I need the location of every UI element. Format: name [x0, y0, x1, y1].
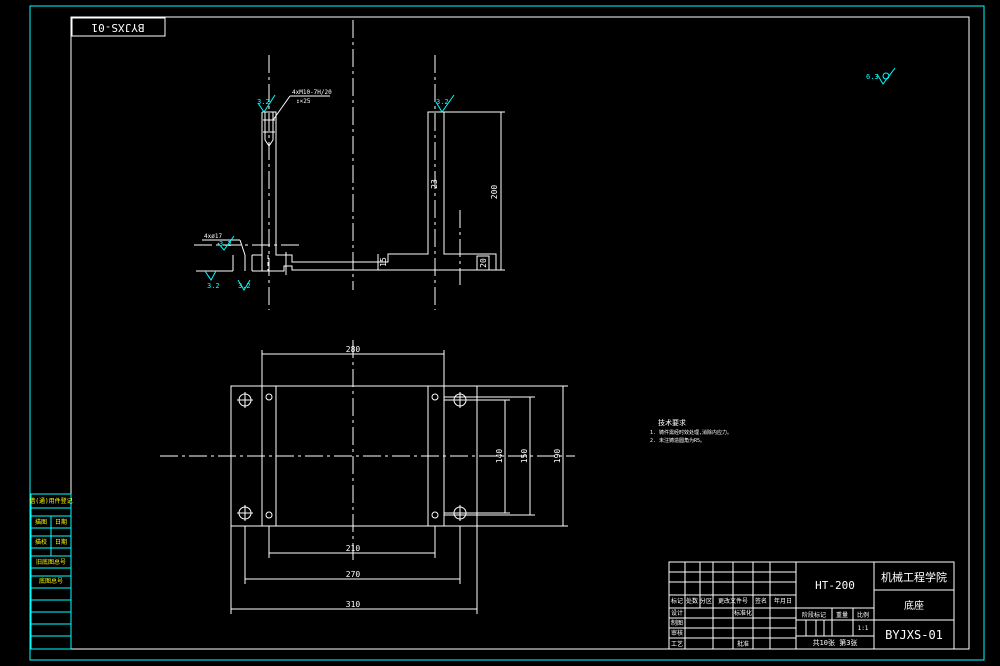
- tech-req-item-1: 1. 铸件需经时效处理,消除内应力。: [650, 429, 732, 436]
- dim-140: 140: [495, 449, 504, 464]
- roughness-symbol-5: 3.2: [237, 279, 251, 291]
- roughness-symbol-4: 3.2: [204, 270, 220, 290]
- side-row-3: 日期: [55, 518, 67, 526]
- tech-req-item-2: 2. 未注铸造圆角为R5。: [650, 437, 705, 444]
- inner-frame: [70, 16, 970, 650]
- dim-15: 15: [379, 257, 388, 267]
- dim-20: 20: [479, 258, 488, 268]
- roughness-value: 3.2: [238, 282, 251, 290]
- tb-standardize: 标准化: [734, 609, 752, 617]
- plan-view: 280 210 270 310 140 150 190: [160, 340, 575, 614]
- tb-scale-label: 比例: [857, 611, 869, 619]
- tb-header-5: 签名: [755, 597, 767, 605]
- school-name: 机械工程学院: [881, 570, 947, 584]
- tb-stage-mark: 阶段标记: [802, 611, 826, 619]
- roughness-value: 3.2: [436, 98, 449, 106]
- outer-frame: [29, 5, 985, 661]
- side-table: 借(通)用件登记 描图 日期 描校 日期 旧底图总号 底图总号: [29, 493, 73, 650]
- tb-row-design: 设计: [671, 609, 683, 617]
- roughness-symbol-3: 3.2: [217, 235, 235, 251]
- roughness-symbol-2: 3.2: [435, 94, 455, 113]
- drawing-number: BYJXS-01: [885, 628, 943, 642]
- tb-row-review: 审核: [671, 629, 683, 637]
- tb-row-draft: 制图: [671, 619, 683, 627]
- rotated-drawing-number: BYJXS-01: [92, 21, 145, 34]
- dim-310: 310: [346, 600, 361, 609]
- tb-header-4: 更改文件号: [718, 597, 748, 605]
- hole-callout-bore: 4xø17: [204, 233, 222, 240]
- tb-scale-value: 1:1: [858, 625, 869, 632]
- roughness-value: 3.2: [207, 282, 220, 290]
- part-name: 底座: [904, 599, 924, 612]
- tb-weight: 重量: [836, 611, 848, 619]
- top-view: 200 20 15 23 4xM10-7H/20 ↧×25 4xø17 3.2 …: [194, 20, 505, 310]
- dim-150: 150: [520, 449, 529, 464]
- dim-270: 270: [346, 570, 361, 579]
- tb-approve: 批准: [737, 640, 749, 648]
- technical-requirements: 技术要求 1. 铸件需经时效处理,消除内应力。 2. 未注铸造圆角为R5。: [650, 418, 732, 444]
- general-roughness-mark: 6.3: [866, 67, 896, 85]
- roughness-symbol-1: 3.2: [257, 94, 276, 113]
- dim-190: 190: [553, 449, 562, 464]
- material: HT-200: [815, 579, 855, 592]
- tech-req-title: 技术要求: [658, 418, 686, 427]
- dim-23: 23: [430, 179, 439, 189]
- rotated-number-box: BYJXS-01: [71, 17, 166, 37]
- side-row-5: 日期: [55, 538, 67, 546]
- roughness-value: 3.2: [257, 98, 270, 106]
- tb-sheets: 共10张 第3张: [813, 638, 858, 647]
- title-block: HT-200 机械工程学院 底座 BYJXS-01 标记 处数 分区 更改文件号…: [668, 561, 955, 650]
- hole-callout-depth: ↧×25: [296, 98, 311, 105]
- side-row-7: 底图总号: [39, 577, 63, 585]
- side-row-6: 旧底图总号: [36, 558, 66, 566]
- side-row-4: 描校: [35, 538, 47, 546]
- tb-header-2: 处数: [686, 597, 698, 605]
- hole-callout-thread: 4xM10-7H/20: [292, 89, 332, 96]
- roughness-value: 3.2: [219, 240, 232, 248]
- tb-header-6: 年月日: [774, 597, 792, 605]
- dim-210: 210: [346, 544, 361, 553]
- dim-200: 200: [490, 185, 499, 200]
- side-row-1: 借(通)用件登记: [29, 497, 72, 505]
- dim-280: 280: [346, 345, 361, 354]
- tb-header-1: 标记: [671, 597, 683, 605]
- general-roughness-value: 6.3: [866, 73, 879, 81]
- side-row-2: 描图: [35, 518, 47, 526]
- tb-header-3: 分区: [700, 597, 712, 605]
- tb-row-process: 工艺: [671, 640, 683, 648]
